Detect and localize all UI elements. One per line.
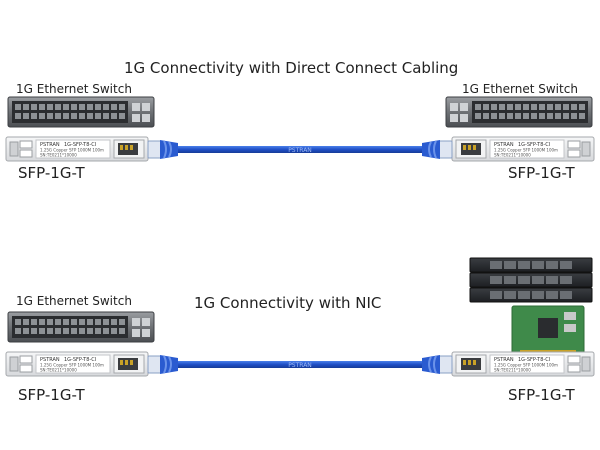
sfp-module-icon: PSTRAN 1G-SFP-T8-CI 1.25G Copper SFP 100… <box>451 351 595 377</box>
cable-marking: PSTRAN <box>288 362 312 369</box>
bottom-diagram-title: 1G Connectivity with NIC <box>194 294 382 312</box>
module-desc: 1.25G Copper SFP 1000M 100m <box>40 363 104 368</box>
module-model: 1G-SFP-T8-CI <box>518 357 550 363</box>
module-serial: SN:TE0211*10000 <box>494 368 531 373</box>
top-right-module-label: SFP-1G-T <box>508 164 575 182</box>
module-desc: 1.25G Copper SFP 1000M 100m <box>40 148 104 153</box>
bottom-left-switch-label: 1G Ethernet Switch <box>16 294 132 308</box>
module-brand: PSTRAN <box>40 142 60 148</box>
rj45-connector-icon <box>147 140 178 159</box>
top-right-switch-label: 1G Ethernet Switch <box>462 82 578 96</box>
bottom-left-module-label: SFP-1G-T <box>18 386 85 404</box>
top-left-switch-label: 1G Ethernet Switch <box>16 82 132 96</box>
module-brand: PSTRAN <box>40 357 60 363</box>
nic-card-icon <box>511 305 585 356</box>
bottom-right-module-label: SFP-1G-T <box>508 386 575 404</box>
module-desc: 1.25G Copper SFP 1000M 100m <box>494 363 558 368</box>
top-left-module-label: SFP-1G-T <box>18 164 85 182</box>
ethernet-switch-icon <box>445 96 593 128</box>
ethernet-switch-icon <box>7 311 155 343</box>
ethernet-switch-icon <box>7 96 155 128</box>
ethernet-cable: PSTRAN <box>147 355 453 374</box>
module-brand: PSTRAN <box>494 357 514 363</box>
rj45-connector-icon <box>422 140 453 159</box>
sfp-module-icon: PSTRAN 1G-SFP-T8-CI 1.25G Copper SFP 100… <box>5 136 149 162</box>
sfp-module-icon: PSTRAN 1G-SFP-T8-CI 1.25G Copper SFP 100… <box>451 136 595 162</box>
module-serial: SN:TE0211*10000 <box>40 153 77 158</box>
module-serial: SN:TE0211*10000 <box>494 153 531 158</box>
server-icon <box>469 257 593 303</box>
module-model: 1G-SFP-T8-CI <box>64 142 96 148</box>
module-model: 1G-SFP-T8-CI <box>518 142 550 148</box>
module-serial: SN:TE0211*10000 <box>40 368 77 373</box>
top-diagram-title: 1G Connectivity with Direct Connect Cabl… <box>124 59 459 77</box>
rj45-connector-icon <box>147 355 178 374</box>
module-model: 1G-SFP-T8-CI <box>64 357 96 363</box>
sfp-module-icon: PSTRAN 1G-SFP-T8-CI 1.25G Copper SFP 100… <box>5 351 149 377</box>
module-desc: 1.25G Copper SFP 1000M 100m <box>494 148 558 153</box>
cable-marking: PSTRAN <box>288 147 312 154</box>
ethernet-cable: PSTRAN <box>147 140 453 159</box>
rj45-connector-icon <box>422 355 453 374</box>
module-brand: PSTRAN <box>494 142 514 148</box>
